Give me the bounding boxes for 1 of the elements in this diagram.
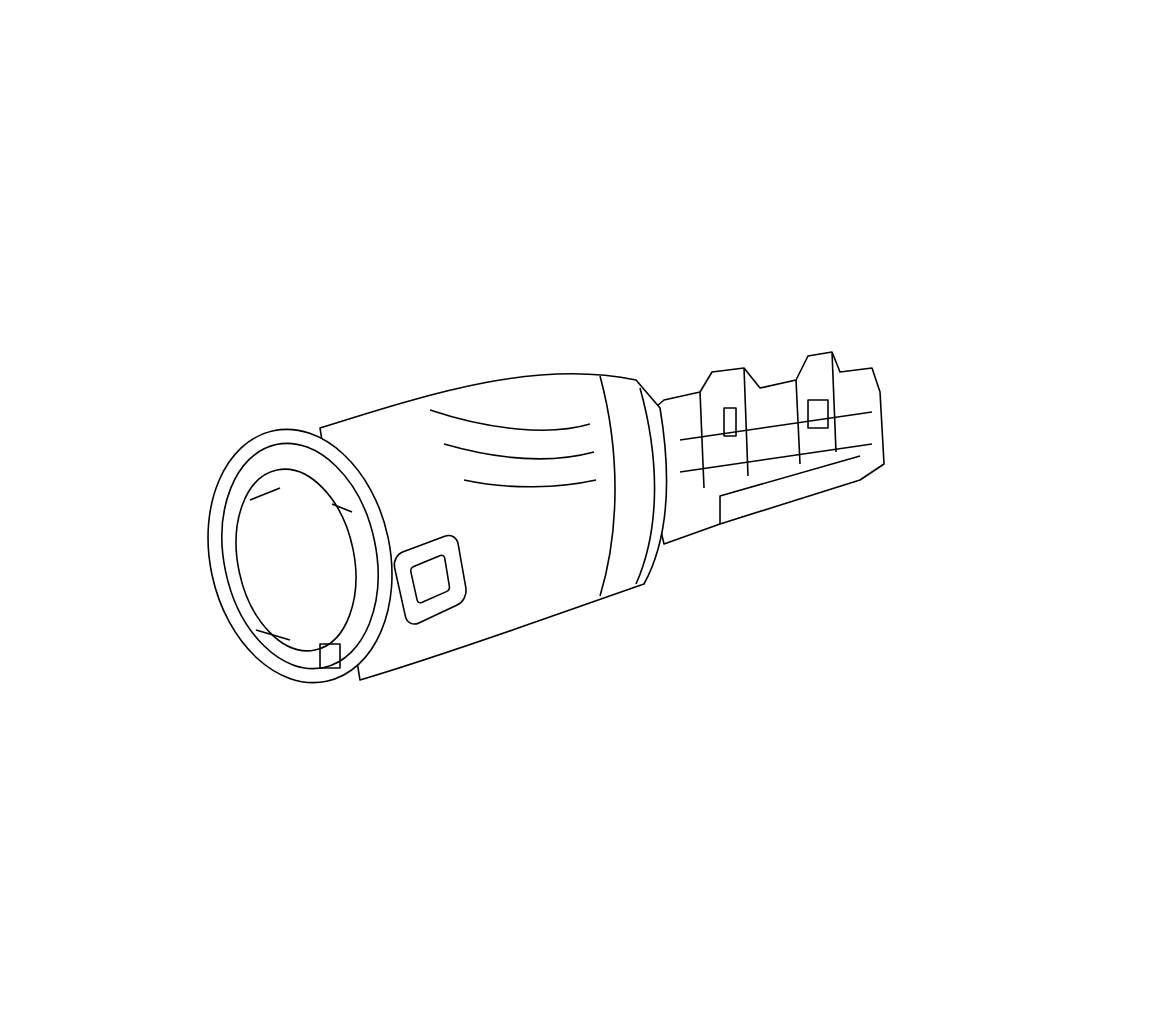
housing-drawing [207, 351, 885, 684]
